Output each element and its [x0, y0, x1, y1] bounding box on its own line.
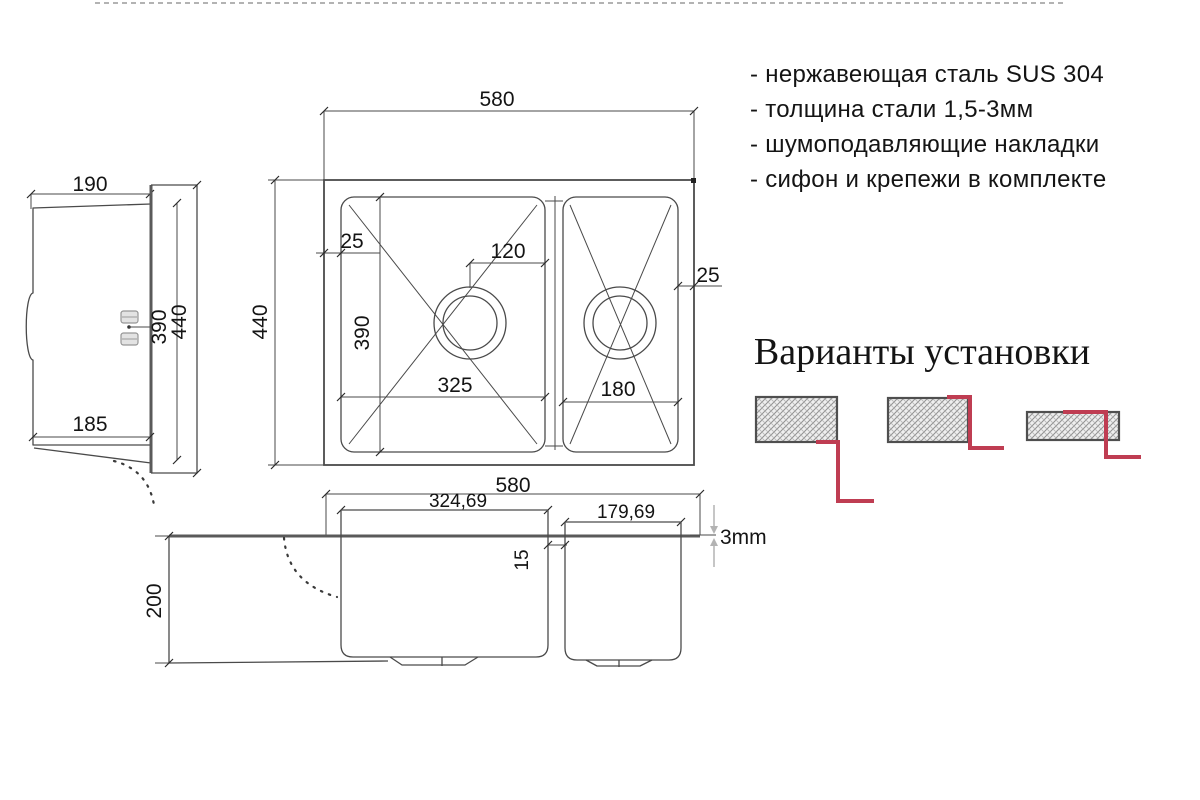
side-depth-inner-dim: 390 [148, 309, 171, 344]
dim-ticks [558, 397, 683, 407]
dim-ticks [270, 175, 280, 470]
side-drain-dashed-arc [112, 459, 156, 507]
front-rim-thickness-dim: 3mm [720, 526, 767, 549]
front-drain-dashed-arc [282, 536, 339, 599]
front-small-drain [585, 659, 653, 667]
front-overall-width-dimline [325, 493, 701, 536]
dim-ticks [543, 540, 570, 550]
sink-rim-profile-red [947, 395, 1004, 450]
dim-ticks [172, 180, 202, 478]
top-overall-depth-dim: 440 [249, 304, 272, 339]
main-bowl-width-dim: 325 [437, 374, 472, 397]
front-main-drain [389, 656, 479, 666]
top-small-bowl [562, 196, 679, 453]
install-options: Варианты установки [754, 331, 1141, 503]
main-drain-inner [442, 295, 498, 351]
mounting-clips [120, 310, 151, 346]
front-bowl-height-dim: 200 [143, 583, 166, 618]
front-small-bowl-width-dim: 179,69 [597, 502, 655, 523]
front-bowl-width-dim: 324,69 [429, 491, 487, 512]
top-overall-width-dim: 580 [479, 88, 514, 111]
main-drain-outer [433, 286, 507, 360]
small-bowl-diagonals [569, 204, 672, 445]
front-bowl-gap-dim: 15 [512, 549, 533, 570]
dim-ticks [164, 531, 174, 668]
dim-ticks [336, 392, 550, 402]
feature-item: - толщина стали 1,5-3мм [750, 96, 1033, 123]
rim-right-dim: 25 [696, 264, 719, 287]
sink-rim-profile-red [1063, 410, 1141, 459]
install-option-topmount [1025, 410, 1141, 459]
small-drain-outer [583, 286, 657, 360]
dim-ticks [375, 192, 385, 457]
side-width-bottom-dim: 185 [72, 413, 107, 436]
rim-thickness-annotation: 3mm [710, 505, 767, 567]
install-option-undermount [754, 395, 874, 503]
small-bowl-width-dim: 180 [600, 378, 635, 401]
front-view: 580 324,69 179,69 200 15 3mm [143, 474, 767, 668]
feature-item: - шумоподавляющие накладки [750, 131, 1099, 158]
front-main-bowl [340, 509, 549, 658]
countertop-section [754, 395, 839, 444]
feature-item: - нержавеющая сталь SUS 304 [750, 61, 1104, 88]
top-view: 580 440 390 25 120 325 180 [249, 88, 722, 470]
countertop-section [1025, 410, 1121, 442]
drain-offset-dimline [469, 262, 545, 288]
bowl-divider [545, 196, 563, 450]
front-overall-width-dim: 580 [495, 474, 530, 497]
dim-ticks [319, 106, 699, 116]
dim-ticks [321, 489, 705, 499]
front-small-bowl [564, 521, 682, 661]
side-bowl-outline [25, 203, 152, 446]
sink-rim-profile-red [816, 440, 874, 503]
install-option-flushmount [886, 395, 1004, 450]
small-drain-inner [592, 295, 648, 351]
countertop-section [886, 396, 970, 444]
feature-item: - сифон и крепежи в комплекте [750, 166, 1106, 193]
top-rim-outline [323, 179, 695, 466]
main-bowl-depth-dim: 390 [351, 315, 374, 350]
dim-ticks [465, 258, 550, 268]
front-depth-ext [155, 535, 169, 664]
drain-offset-dim: 120 [490, 240, 525, 263]
dim-ticks [319, 248, 346, 258]
side-rim-plate [151, 184, 198, 474]
dim-ticks [673, 281, 699, 291]
install-options-title: Варианты установки [754, 331, 1090, 373]
corner-dot [691, 178, 696, 183]
side-view: 190 390 440 185 [25, 173, 202, 507]
top-overall-width-dimline [323, 110, 695, 180]
side-bowl-floor-slope [33, 447, 152, 464]
dim-ticks [28, 432, 155, 442]
rim-left-dim: 25 [340, 230, 363, 253]
side-width-top-dimline [30, 193, 150, 209]
front-depth-box [168, 536, 389, 664]
top-main-bowl [340, 196, 546, 453]
top-overall-depth-dimline [268, 179, 324, 466]
side-depth-outer-dim: 440 [168, 304, 191, 339]
side-width-top-dim: 190 [72, 173, 107, 196]
features-list: - нержавеющая сталь SUS 304 - толщина ст… [750, 61, 1106, 193]
